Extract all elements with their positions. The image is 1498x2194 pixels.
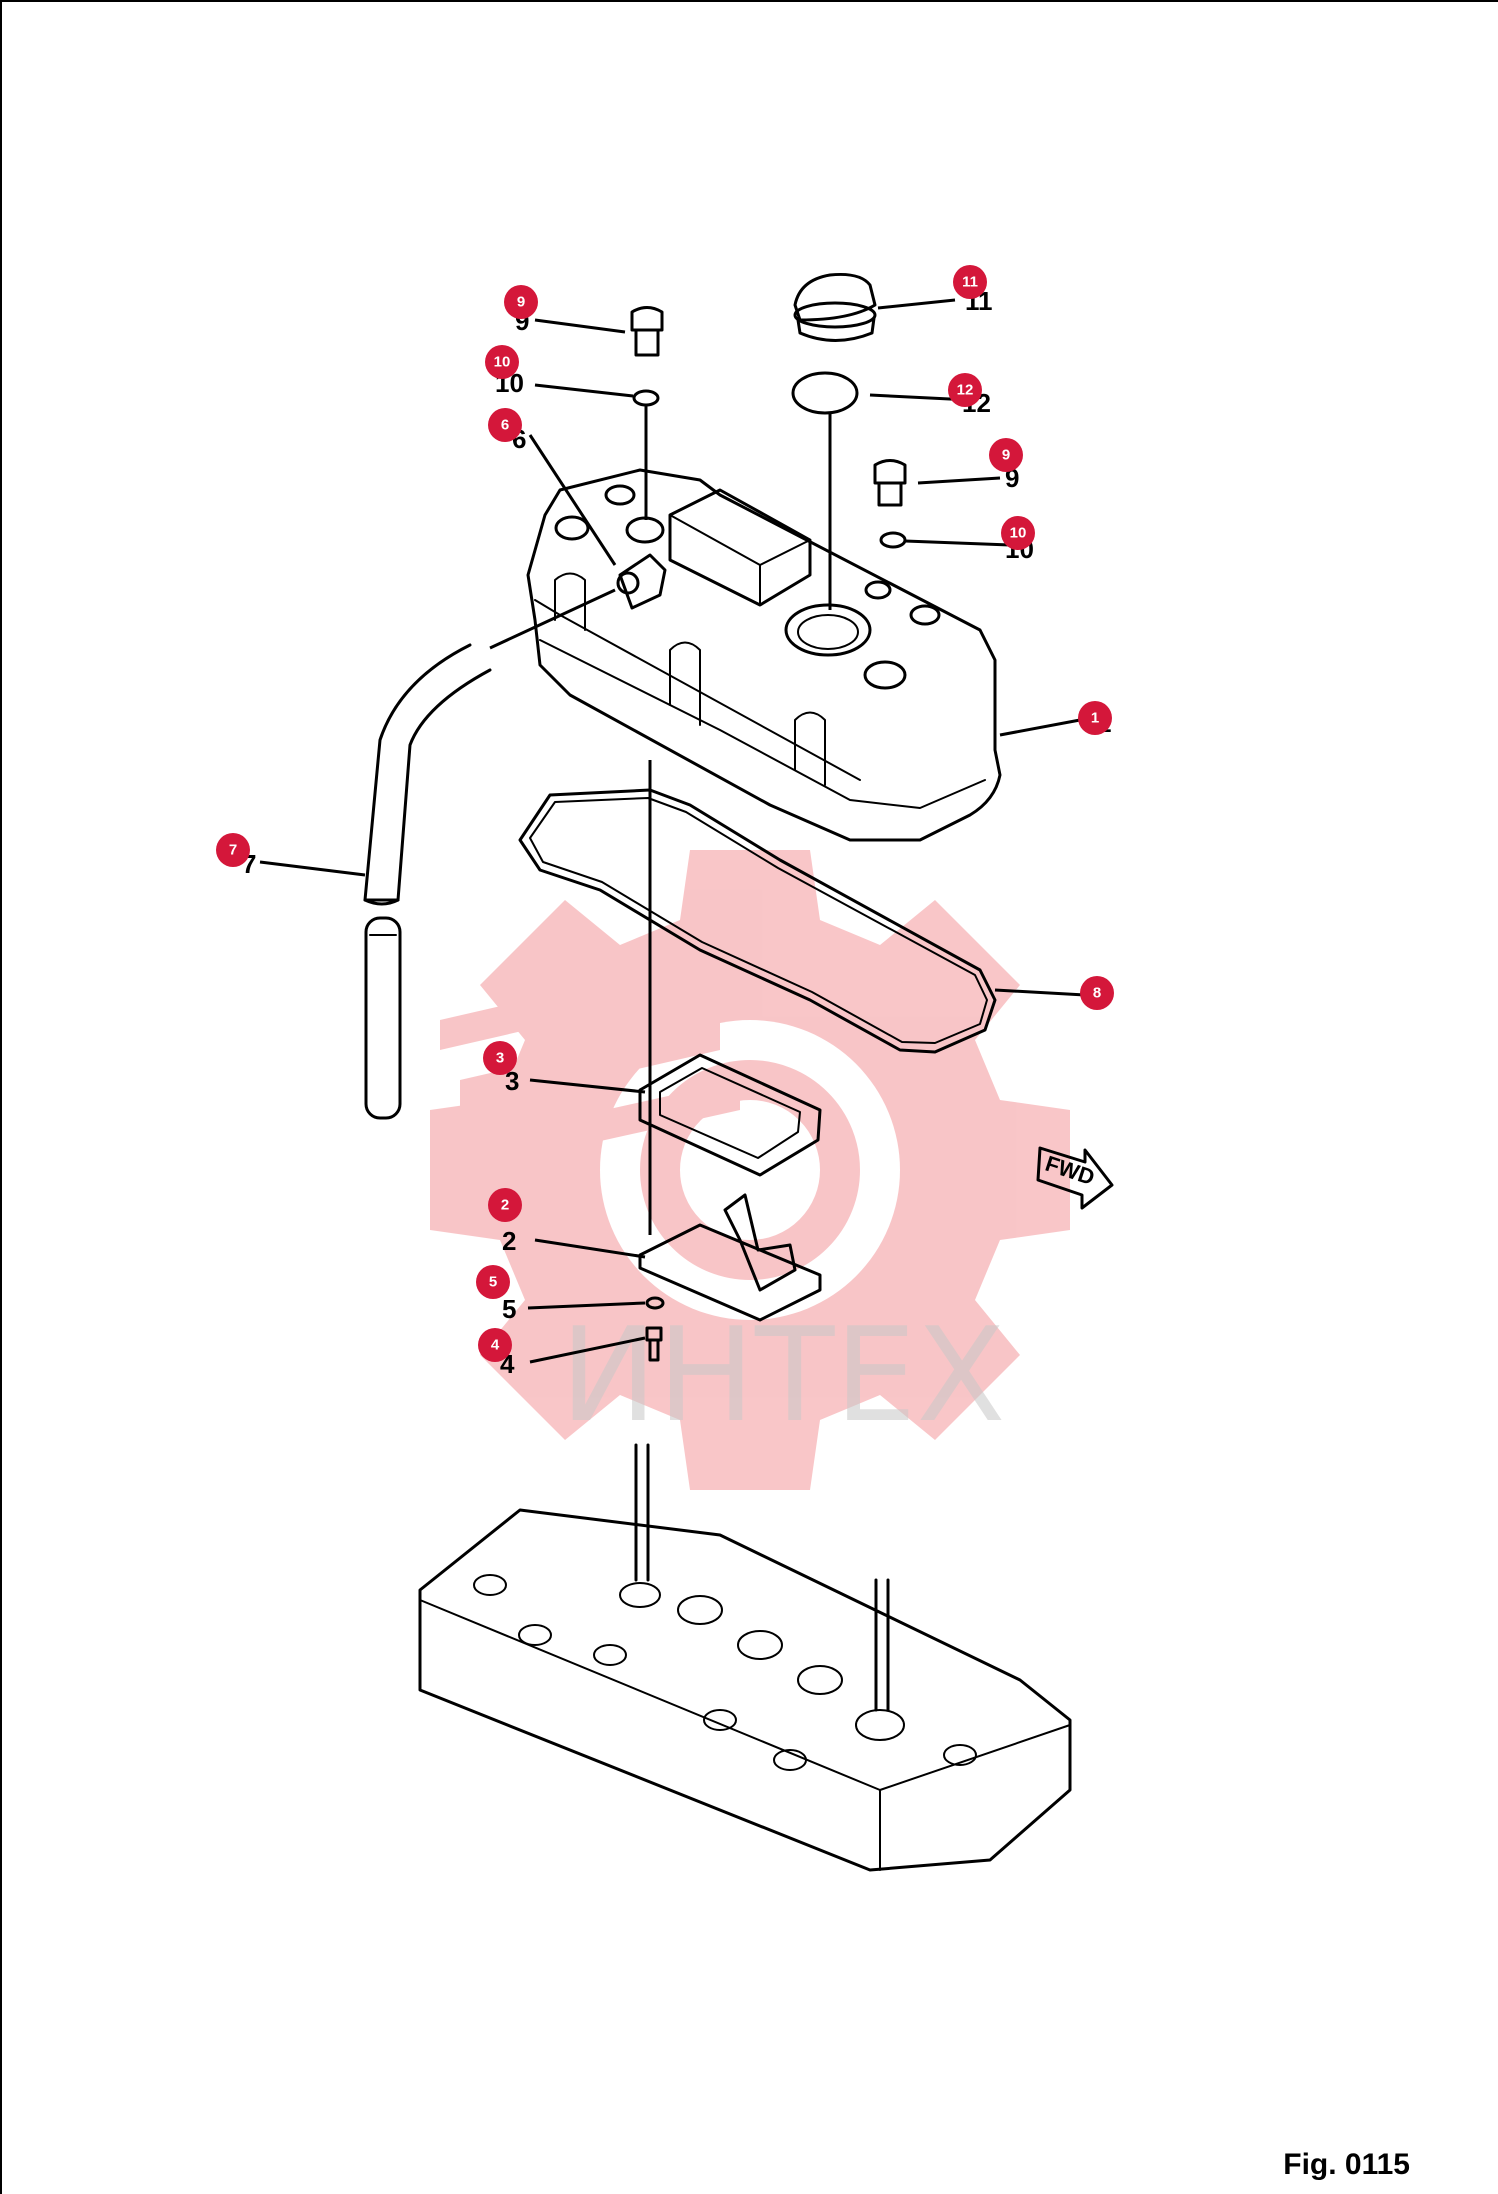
callout-badge-9-right[interactable]: 9 xyxy=(989,438,1023,472)
breather-nipple[interactable] xyxy=(618,553,667,610)
cover-bolt[interactable] xyxy=(645,1326,663,1362)
svg-text:5: 5 xyxy=(489,1274,497,1291)
callout-badge-3[interactable]: 3 xyxy=(483,1041,517,1075)
breather-hose[interactable] xyxy=(363,643,492,1120)
svg-text:8: 8 xyxy=(1093,985,1101,1002)
washer-upper[interactable] xyxy=(632,389,660,407)
svg-text:11: 11 xyxy=(962,274,978,291)
svg-text:1: 1 xyxy=(1091,710,1099,727)
callout-badge-8[interactable]: 8 xyxy=(1080,976,1114,1010)
callout-badge-2[interactable]: 2 xyxy=(488,1188,522,1222)
svg-text:7: 7 xyxy=(229,842,237,859)
washer-right[interactable] xyxy=(879,531,907,549)
svg-text:2: 2 xyxy=(501,1197,509,1214)
plug-bolt-right[interactable] xyxy=(873,459,907,507)
svg-text:10: 10 xyxy=(494,354,511,371)
watermark-gear-ring xyxy=(640,1060,860,1280)
filler-o-ring[interactable] xyxy=(791,371,859,415)
oil-filler-cap[interactable] xyxy=(793,273,877,342)
cylinder-head xyxy=(418,1443,1072,1872)
callout-badge-4[interactable]: 4 xyxy=(478,1328,512,1362)
callout-badge-1[interactable]: 1 xyxy=(1078,701,1112,735)
svg-text:4: 4 xyxy=(491,1337,500,1354)
label-5: 5 xyxy=(502,1294,516,1324)
svg-text:6: 6 xyxy=(501,417,509,434)
label-2: 2 xyxy=(502,1226,516,1256)
figure-label: Fig. 0115 xyxy=(1283,2148,1410,2181)
svg-text:12: 12 xyxy=(957,382,974,399)
svg-text:9: 9 xyxy=(517,294,525,311)
callout-badge-10-upper[interactable]: 10 xyxy=(485,345,519,379)
cylinder-head-cover[interactable] xyxy=(526,468,1002,842)
svg-text:10: 10 xyxy=(1010,525,1027,542)
svg-text:3: 3 xyxy=(496,1050,504,1067)
hose-connection-line xyxy=(489,588,616,650)
plug-bolt-upper[interactable] xyxy=(630,306,664,357)
watermark-text: ИНТЕХ xyxy=(560,1299,1006,1451)
callout-badge-10-right[interactable]: 10 xyxy=(1001,516,1035,550)
callout-badge-6[interactable]: 6 xyxy=(488,408,522,442)
callout-badge-9-upper[interactable]: 9 xyxy=(504,285,538,319)
label-3: 3 xyxy=(505,1066,519,1096)
breather-gasket[interactable] xyxy=(638,1053,822,1177)
baffle-plate[interactable] xyxy=(638,1193,822,1322)
svg-text:9: 9 xyxy=(1002,447,1010,464)
callout-badge-5[interactable]: 5 xyxy=(476,1265,510,1299)
lock-washer[interactable] xyxy=(645,1296,665,1310)
leader-lines xyxy=(259,298,1086,1364)
callout-badge-12[interactable]: 12 xyxy=(948,373,982,407)
callout-badge-11[interactable]: 11 xyxy=(953,265,987,299)
callout-badge-7[interactable]: 7 xyxy=(216,833,250,867)
cover-gasket[interactable] xyxy=(518,788,997,1054)
